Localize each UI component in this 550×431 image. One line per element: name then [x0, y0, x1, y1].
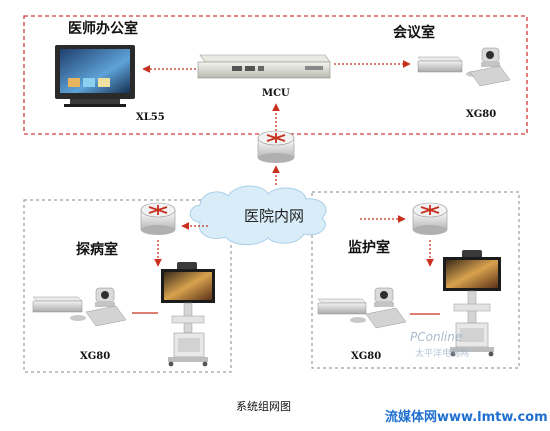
xg80-meeting-device	[417, 47, 511, 87]
site-branding: 流媒体网www.lmtw.com	[385, 410, 548, 425]
router-monitor-icon	[412, 202, 448, 235]
network-label: 医院内网	[244, 207, 305, 225]
ward-cart-terminal	[161, 262, 215, 367]
xg80-ward-device	[32, 287, 127, 327]
mcu-label: MCU	[262, 88, 290, 99]
mcu-device	[197, 54, 331, 79]
xg80-monitor-device	[317, 287, 407, 329]
room-label-meeting-room: 会议室	[393, 25, 435, 41]
xl55-label: XL55	[136, 112, 165, 123]
router-ward-icon	[140, 202, 176, 235]
room-label-ward: 探病室	[76, 242, 118, 258]
xg80-meeting-label: XG80	[466, 109, 497, 120]
room-label-monitoring: 监护室	[348, 240, 390, 256]
room-label-doctor-office: 医师办公室	[68, 21, 138, 37]
top-zone-border	[23, 15, 528, 135]
xg80-monitor-label: XG80	[351, 351, 382, 362]
watermark-sub: 太平洋电脑网	[415, 349, 470, 359]
xl55-display	[55, 45, 135, 107]
monitor-cart-terminal	[443, 250, 501, 357]
diagram-caption: 系统组网图	[236, 400, 291, 413]
hospital-network-cloud	[189, 185, 327, 246]
ward-zone-border	[23, 199, 232, 373]
router-top-icon	[257, 130, 295, 163]
watermark-logo: PConline	[410, 330, 463, 344]
monitor-zone-border	[311, 191, 520, 369]
xg80-ward-label: XG80	[80, 351, 111, 362]
